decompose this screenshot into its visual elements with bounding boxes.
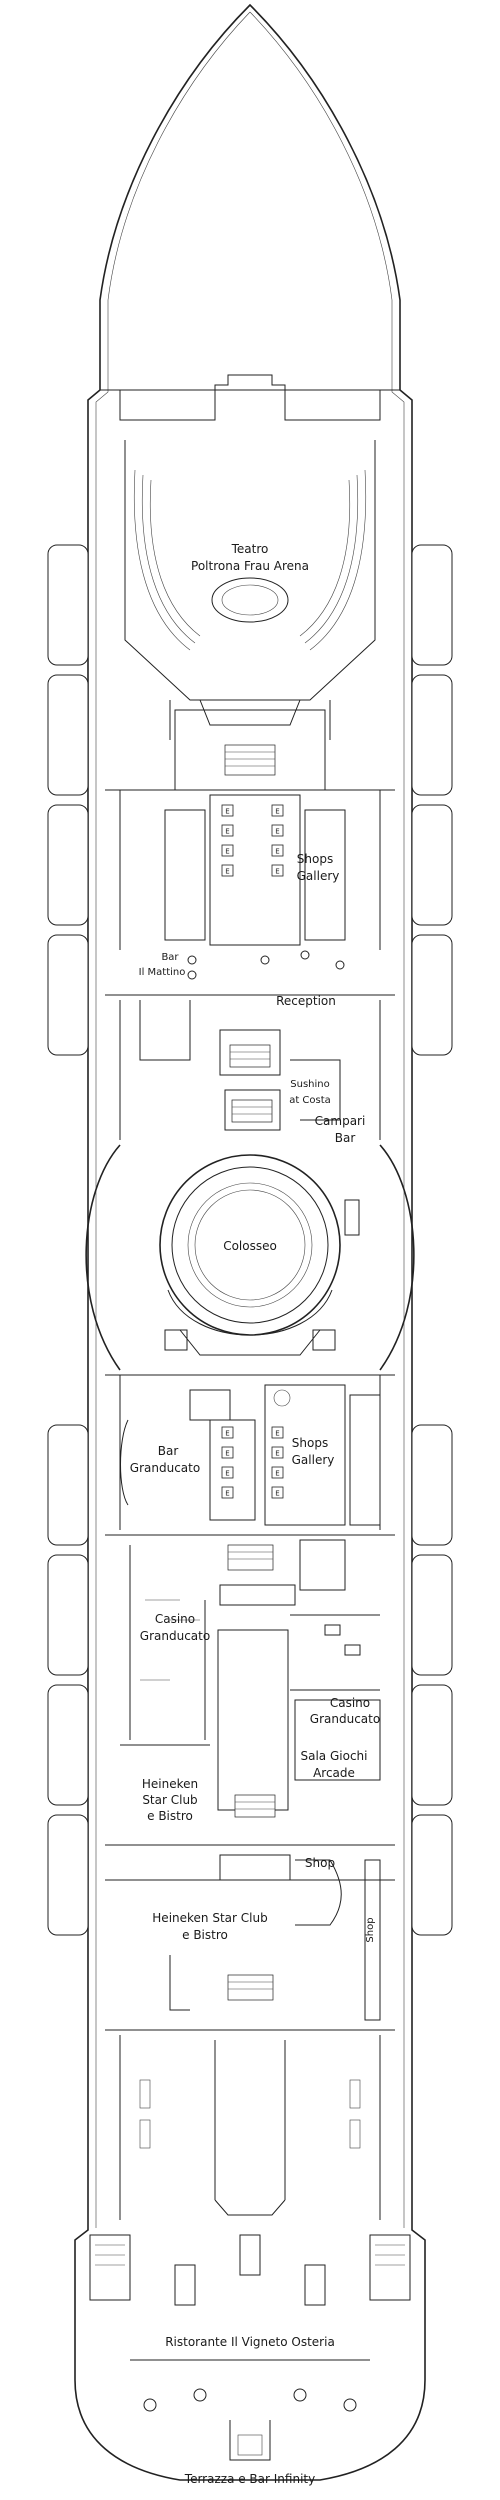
hull-outline	[74, 3, 426, 2481]
label-casino-2b: Granducato	[310, 1712, 380, 1726]
label-teatro: Teatro	[231, 542, 269, 556]
terrace-area	[229, 2420, 271, 2461]
elevator-label: E	[275, 848, 279, 856]
label-colosseo: Colosseo	[223, 1239, 277, 1253]
label-heineken-1: Heineken	[142, 1777, 198, 1791]
elevator-box	[221, 1446, 234, 1459]
label-campari-b: Bar	[335, 1131, 356, 1145]
hull-inner	[95, 11, 251, 2228]
elevator-label: E	[275, 1470, 279, 1478]
elevator-label: E	[275, 1450, 279, 1458]
elevator-label: E	[225, 1430, 229, 1438]
label-shops-gallery-2b: Gallery	[292, 1453, 335, 1467]
label-heineken-2: Heineken Star Club	[152, 1911, 267, 1925]
theatre-area	[124, 440, 376, 740]
label-bar-mattino-b: Il Mattino	[139, 967, 186, 978]
aft-hall	[105, 1955, 395, 2220]
elevator-label: E	[225, 808, 229, 816]
area-labels: Teatro Poltrona Frau Arena Shops Gallery…	[130, 542, 380, 2486]
elevator-box	[221, 844, 234, 857]
elevator-bank-2: E E E E E E E E	[221, 1426, 284, 1499]
elevator-box	[221, 1486, 234, 1499]
elevator-box	[221, 824, 234, 837]
label-shop-2: Shop	[365, 1917, 376, 1942]
label-sala-giochi: Sala Giochi	[301, 1749, 368, 1763]
label-sala-giochi-b: Arcade	[313, 1766, 355, 1780]
elevator-label: E	[225, 868, 229, 876]
label-shops-gallery-1: Shops	[297, 852, 333, 866]
elevator-label: E	[225, 848, 229, 856]
elevator-label: E	[275, 1490, 279, 1498]
heineken-club-area	[105, 1744, 395, 2021]
lifeboats-right	[411, 544, 453, 1936]
shops-gallery-2-area	[264, 1375, 381, 1530]
label-reception: Reception	[276, 994, 336, 1008]
elevator-label: E	[275, 828, 279, 836]
label-heineken-1c: e Bistro	[147, 1809, 193, 1823]
label-sushino: Sushino	[290, 1079, 329, 1090]
sala-giochi-area	[294, 1699, 381, 1781]
elevator-box	[271, 824, 284, 837]
elevator-box	[271, 1426, 284, 1439]
elevator-box	[221, 864, 234, 877]
elevator-label: E	[275, 868, 279, 876]
bar-granducato-area	[119, 1375, 256, 1530]
bow-structure	[119, 374, 381, 421]
elevator-box	[221, 1466, 234, 1479]
label-teatro-arena: Poltrona Frau Arena	[191, 559, 309, 573]
elevator-box	[221, 1426, 234, 1439]
label-heineken-2b: e Bistro	[182, 1928, 228, 1942]
label-ristorante: Ristorante Il Vigneto Osteria	[165, 2335, 335, 2349]
elevator-box	[271, 804, 284, 817]
elevator-box	[221, 804, 234, 817]
elevator-box	[271, 1466, 284, 1479]
label-bar-mattino: Bar	[161, 952, 179, 963]
label-heineken-1b: Star Club	[142, 1793, 197, 1807]
label-casino-1b: Granducato	[140, 1629, 210, 1643]
casino-area	[129, 1539, 380, 1811]
colosseo-atrium	[85, 1144, 415, 1376]
label-casino-2: Casino	[330, 1696, 370, 1710]
label-sushino-b: at Costa	[289, 1095, 331, 1106]
label-bar-granducato: Bar	[158, 1444, 179, 1458]
elevator-box	[271, 1446, 284, 1459]
elevator-label: E	[275, 808, 279, 816]
elevator-bank-1: E E E E E E E E	[221, 804, 284, 877]
elevator-label: E	[225, 1470, 229, 1478]
label-shops-gallery-1b: Gallery	[297, 869, 340, 883]
elevator-label: E	[275, 1430, 279, 1438]
reception-area	[119, 1000, 381, 1140]
elevator-box	[271, 864, 284, 877]
label-campari: Campari	[315, 1114, 366, 1128]
forward-hall	[105, 709, 395, 950]
lifeboats-left	[47, 544, 89, 1936]
label-shops-gallery-2: Shops	[292, 1436, 328, 1450]
hull-inner-right	[249, 11, 405, 2228]
label-bar-granducato-b: Granducato	[130, 1461, 200, 1475]
elevator-label: E	[225, 1490, 229, 1498]
shops-gallery-1-area	[164, 794, 346, 946]
elevator-box	[271, 844, 284, 857]
ristorante-area	[89, 2234, 411, 2412]
label-terrazza: Terrazza e Bar Infinity	[184, 2472, 315, 2486]
elevator-box	[271, 1486, 284, 1499]
elevator-label: E	[225, 828, 229, 836]
label-casino-1: Casino	[155, 1612, 195, 1626]
bar-il-mattino-area	[105, 950, 395, 996]
elevator-label: E	[225, 1450, 229, 1458]
label-shop-1: Shop	[305, 1856, 335, 1870]
